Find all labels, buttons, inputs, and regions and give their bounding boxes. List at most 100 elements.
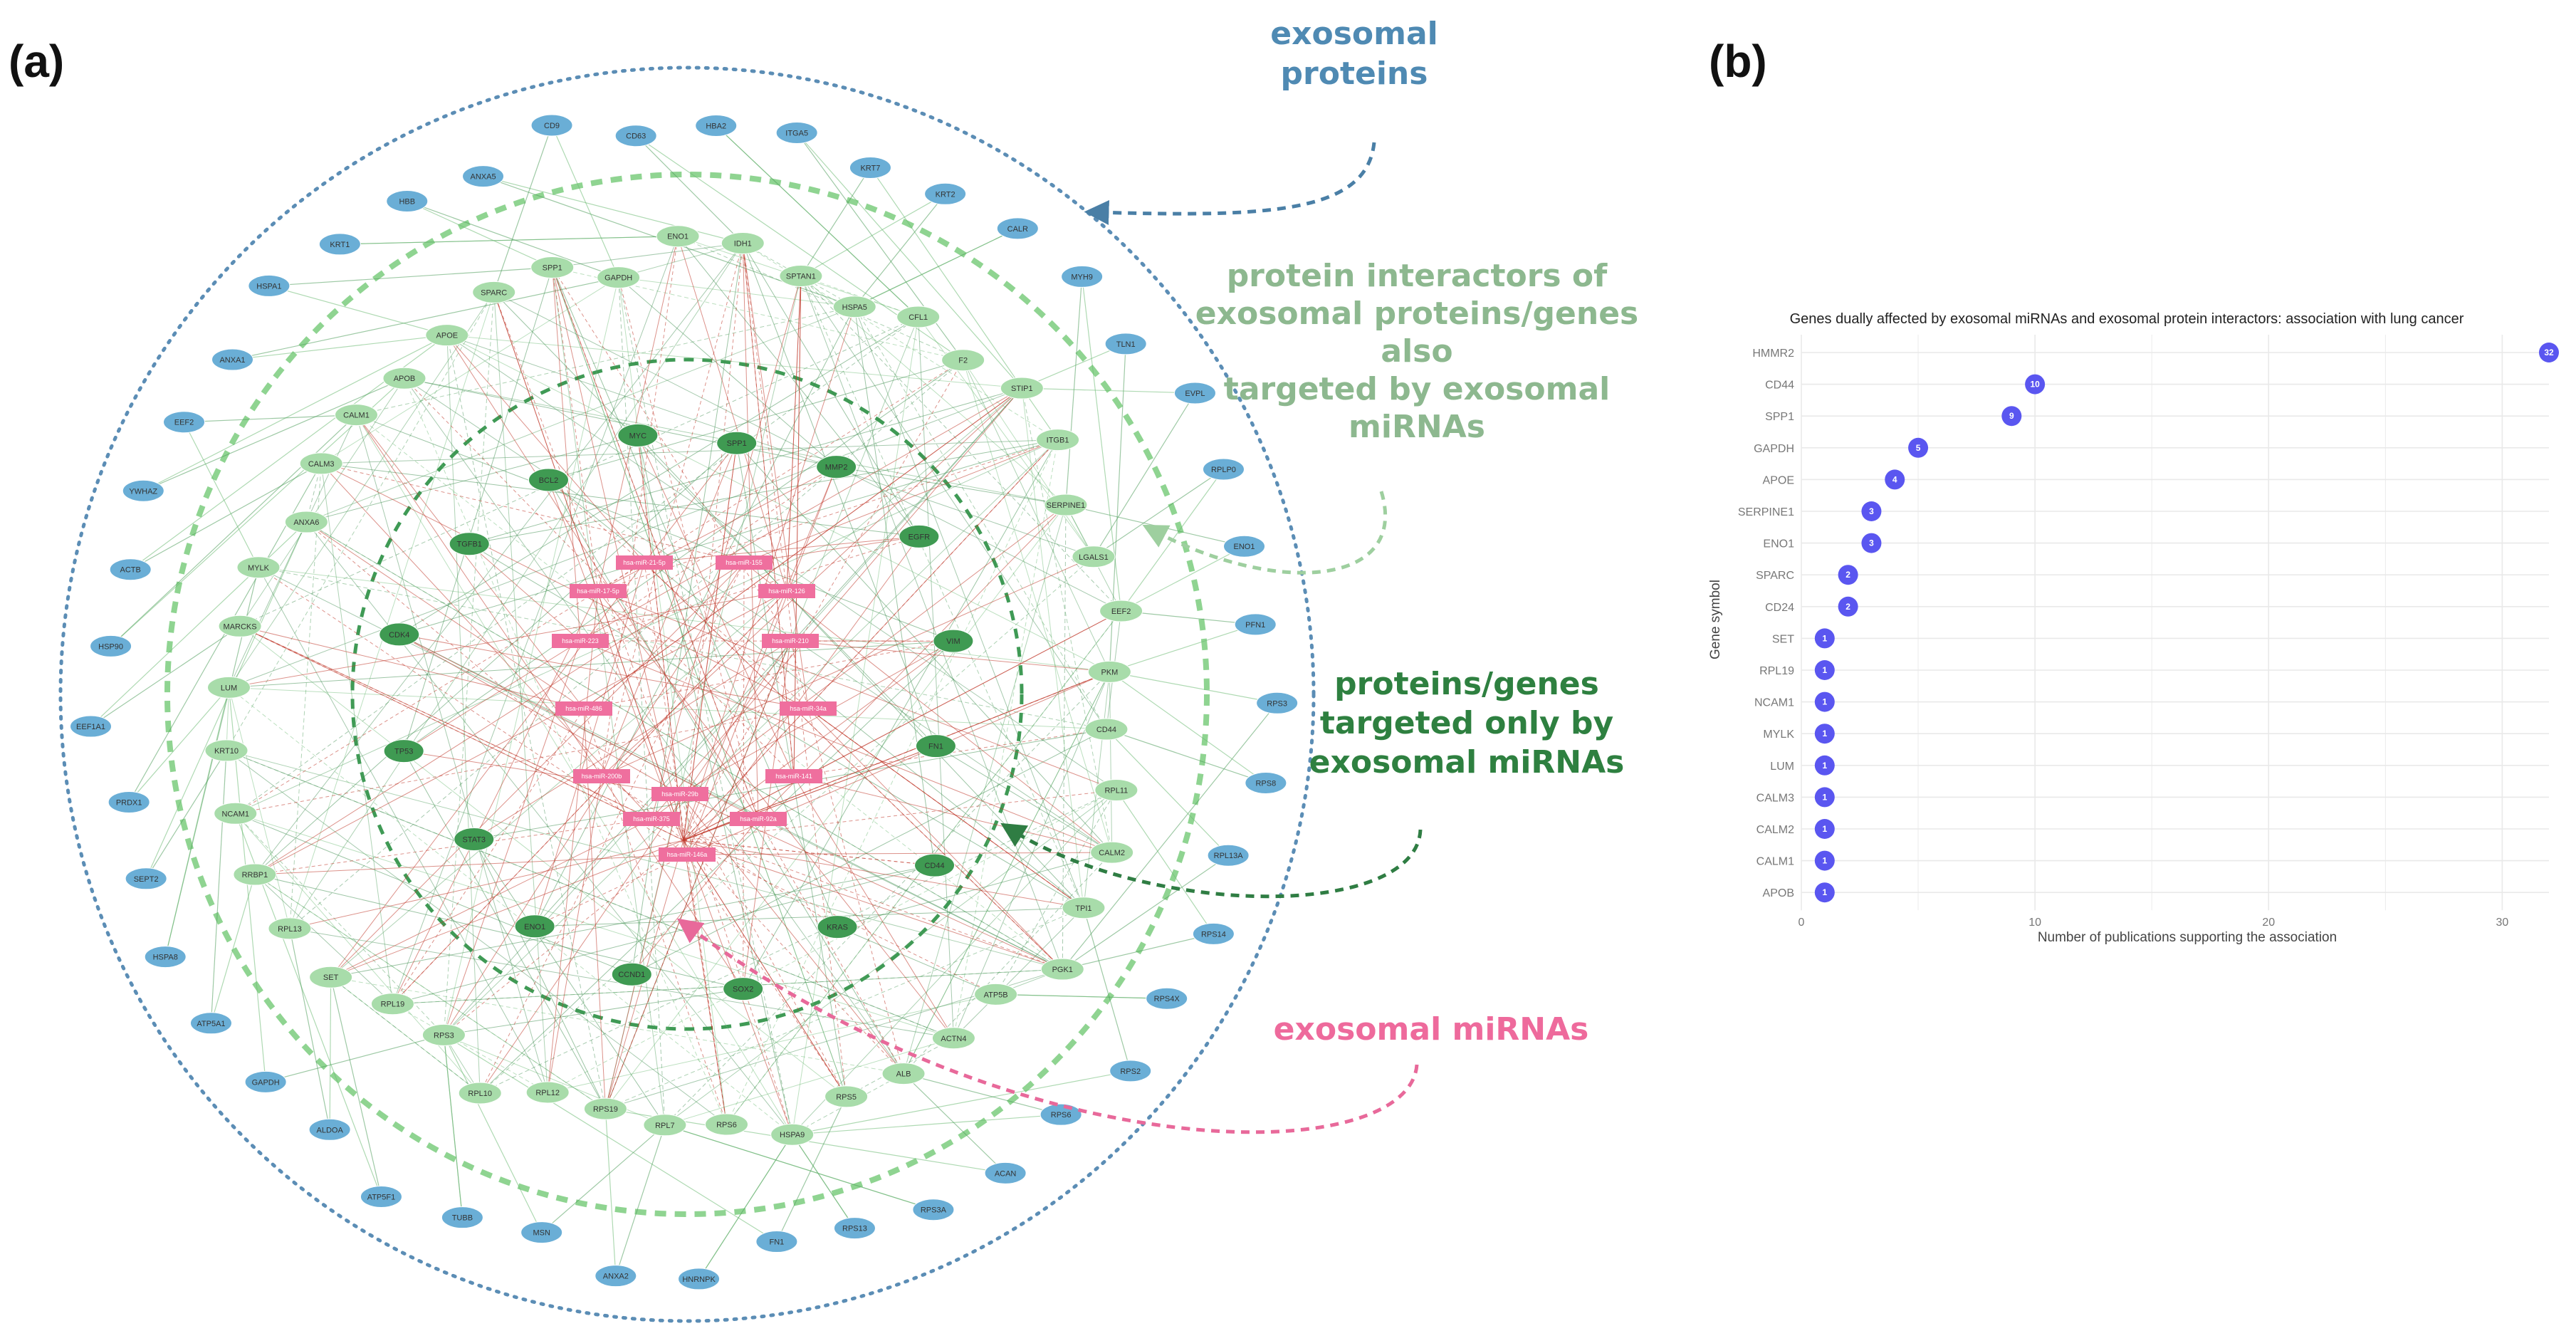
interactor-node-shape xyxy=(974,983,1018,1006)
mirna-node: hsa-miR-146a xyxy=(659,847,716,862)
targeted-only-node-label: CDK4 xyxy=(389,631,409,639)
targeted-only-node-label: CD44 xyxy=(924,862,944,870)
interactor-node-label: SPTAN1 xyxy=(786,273,816,281)
interaction-edge xyxy=(535,907,1084,927)
targeted-only-node-shape xyxy=(933,629,974,653)
targeted-only-node: STAT3 xyxy=(454,828,495,852)
y-tick-label: ENO1 xyxy=(1763,538,1794,550)
interaction-edge xyxy=(258,567,1107,730)
interaction-edge xyxy=(306,434,638,523)
interactor-node: CALM3 xyxy=(299,452,343,475)
data-point-label: 2 xyxy=(1845,602,1850,612)
interactor-node: ANXA6 xyxy=(284,511,328,533)
exosomal-protein-node-shape xyxy=(678,1268,721,1290)
data-point-dot xyxy=(1814,660,1835,680)
mirna-target-edge xyxy=(321,463,745,563)
interaction-edge xyxy=(854,193,946,308)
interactor-node-label: CALM3 xyxy=(308,460,335,469)
interactor-node: LUM xyxy=(207,676,251,699)
mirna-node: hsa-miR-486 xyxy=(555,701,612,716)
interaction-edge xyxy=(1109,624,1256,672)
interactor-node: ALB xyxy=(881,1063,926,1085)
targeted-only-node: TP53 xyxy=(383,739,424,763)
interaction-edge xyxy=(800,276,1107,730)
exosomal-protein-node: RPS14 xyxy=(1192,922,1235,945)
annotation-line: exosomal miRNAs xyxy=(1309,744,1625,781)
exosomal-protein-node-label: HSPA8 xyxy=(153,954,178,962)
exosomal-protein-node-shape xyxy=(614,125,657,147)
mirna-target-edge xyxy=(601,776,744,989)
interactor-node-label: EEF2 xyxy=(1111,607,1131,616)
interaction-edge xyxy=(229,687,1106,730)
targeted-only-node-shape xyxy=(914,853,955,877)
y-tick-label: SPP1 xyxy=(1765,411,1794,423)
exosomal-protein-node-label: YWHAZ xyxy=(129,487,157,496)
mirna-node: hsa-miR-141 xyxy=(765,769,822,783)
interaction-edge xyxy=(265,1034,444,1082)
interaction-edge xyxy=(404,378,727,1125)
interaction-edge xyxy=(473,839,606,1110)
interaction-edge xyxy=(936,746,1112,853)
exosomal-mirnas-annotation: exosomal miRNAs xyxy=(1274,1011,1589,1048)
data-point-dot xyxy=(1814,819,1835,839)
exosomal-protein-node: SEPT2 xyxy=(125,867,167,890)
exosomal-protein-node: ANXA1 xyxy=(211,348,254,371)
exosomal-protein-node-label: KRT1 xyxy=(330,241,350,249)
interaction-edge xyxy=(473,839,666,1126)
interaction-edge xyxy=(392,236,679,1004)
interactor-node: PGK1 xyxy=(1040,958,1084,981)
mirna-target-edge xyxy=(743,562,1112,853)
targeted-only-node: SOX2 xyxy=(723,977,764,1001)
mirna-target-edge xyxy=(742,243,759,820)
exosomal-protein-node: RPS2 xyxy=(1109,1060,1152,1082)
interaction-edge xyxy=(800,276,918,318)
mirna-target-edge xyxy=(807,708,1084,909)
interaction-edge xyxy=(235,439,1058,814)
exosomal-protein-node: ATP5F1 xyxy=(360,1185,402,1208)
interaction-edge xyxy=(356,414,954,642)
interaction-edge xyxy=(235,813,481,1094)
data-point-dot xyxy=(1814,850,1835,871)
mirna-target-edge xyxy=(601,556,1094,777)
data-point: 4 xyxy=(1885,469,1905,490)
mirna-target-edge xyxy=(604,640,791,1110)
exosomal-protein-node-label: ATP5F1 xyxy=(367,1193,396,1201)
mirna-target-edge xyxy=(444,840,684,1035)
mirna-target-edge xyxy=(330,562,645,978)
interactor-node-shape xyxy=(824,1085,869,1108)
exosomal-protein-node: RPS4X xyxy=(1146,987,1188,1010)
mirna-node-shape xyxy=(730,812,787,826)
data-point-dot xyxy=(1814,755,1835,776)
interaction-edge xyxy=(330,976,904,1075)
interaction-edge xyxy=(403,267,553,751)
data-point: 10 xyxy=(2025,374,2046,395)
exosomal-protein-node-shape xyxy=(462,165,505,188)
mirna-target-edge xyxy=(330,818,652,978)
interactor-node-label: APOB xyxy=(394,375,416,383)
interaction-edge xyxy=(548,479,904,1074)
data-point-label: 32 xyxy=(2544,348,2554,357)
mirna-target-edge xyxy=(392,708,585,1004)
interaction-edge xyxy=(289,292,495,929)
mirna-node: hsa-miR-92a xyxy=(730,812,787,826)
exosomal-protein-node-shape xyxy=(109,558,152,581)
exosomal-protein-node-shape xyxy=(1202,458,1245,481)
exosomal-protein-node-label: RPS3 xyxy=(1267,699,1287,708)
mirna-target-edge xyxy=(552,267,791,642)
exosomal-protein-node-label: PRDX1 xyxy=(116,798,142,807)
exosomal-protein-node-shape xyxy=(984,1161,1027,1184)
interaction-edge xyxy=(854,306,1107,730)
interaction-edge xyxy=(443,277,619,1035)
interactor-node: APOE xyxy=(425,324,469,347)
interactor-node: RPL11 xyxy=(1094,778,1138,801)
targeted-only-node-shape xyxy=(379,622,420,647)
interaction-edge xyxy=(443,1035,543,1233)
mirna-node: hsa-miR-126 xyxy=(758,584,815,598)
interactor-node-shape xyxy=(284,511,328,533)
mirna-node-label: hsa-miR-210 xyxy=(772,637,809,644)
interactor-node-label: ENO1 xyxy=(667,233,688,241)
targeted-only-node: MYC xyxy=(617,423,659,447)
mirna-target-edge xyxy=(742,243,809,709)
